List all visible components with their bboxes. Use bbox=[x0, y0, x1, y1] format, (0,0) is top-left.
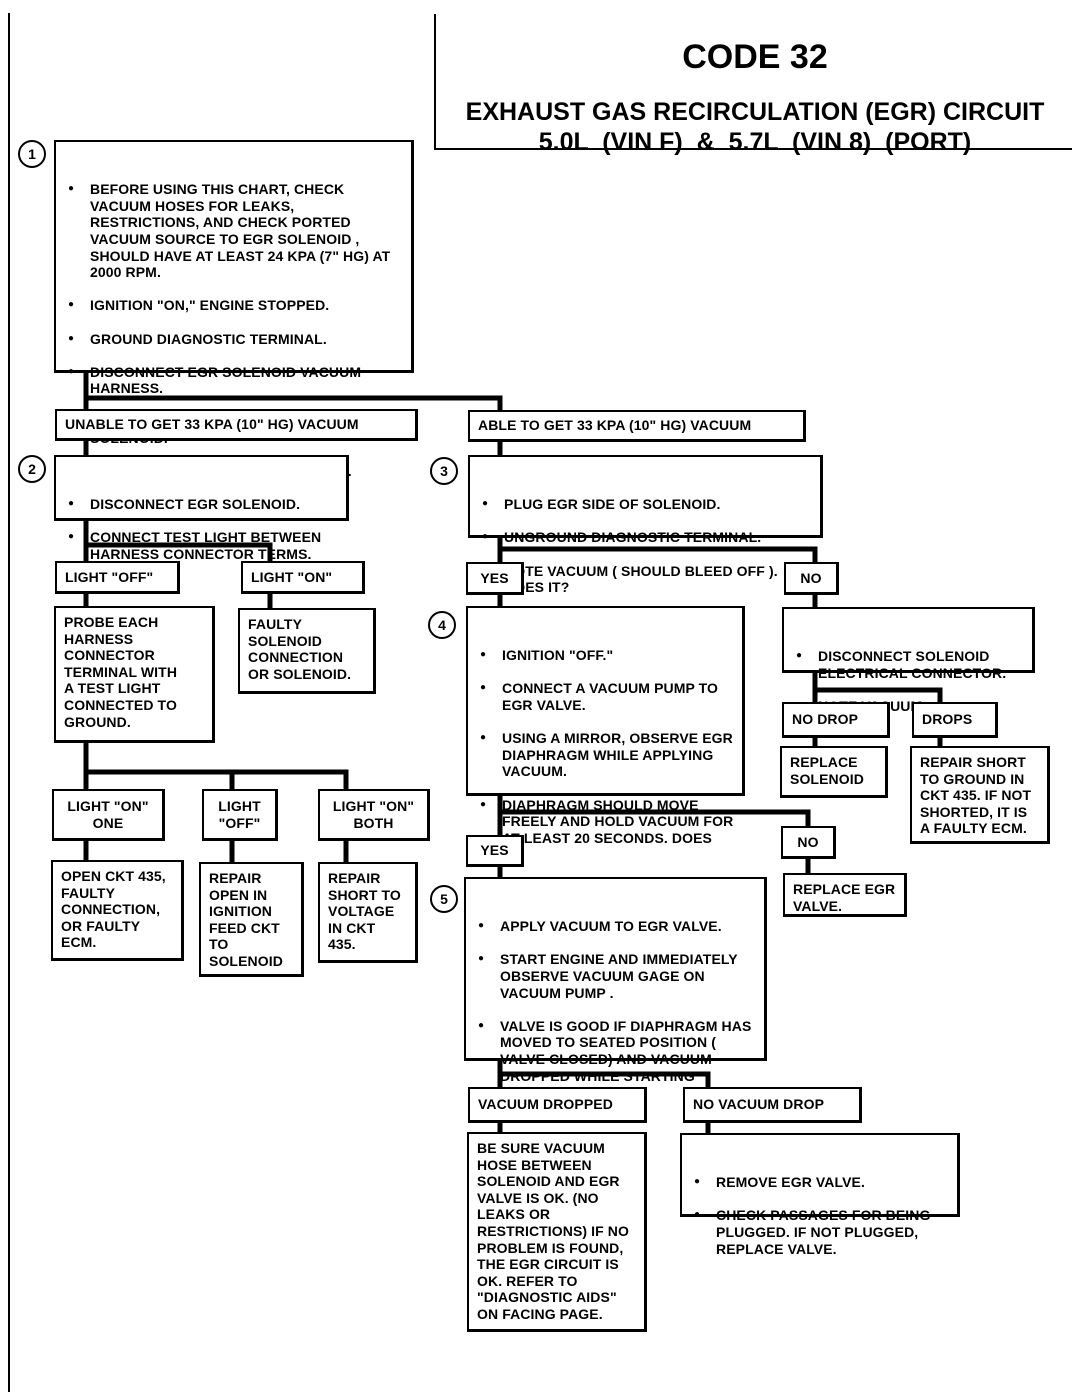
step-4-item: DIAPHRAGM SHOULD MOVE FREELY AND HOLD VA… bbox=[476, 797, 734, 863]
step-3-item: PLUG EGR SIDE OF SOLENOID. bbox=[478, 496, 812, 513]
able-to-get-vacuum-label: ABLE TO GET 33 kPa (10" HG) VACUUM bbox=[468, 410, 806, 442]
replace-solenoid-box: REPLACE SOLENOID bbox=[780, 746, 888, 798]
remove-item: REMOVE EGR VALVE. bbox=[690, 1174, 949, 1191]
replace-egr-valve-box: REPLACE EGR VALVE. bbox=[783, 873, 907, 917]
step-4-item: IGNITION "OFF." bbox=[476, 647, 734, 664]
chart-title: EXHAUST GAS RECIRCULATION (EGR) CIRCUIT bbox=[465, 98, 1045, 126]
step-3-item: UNGROUND DIAGNOSTIC TERMINAL. bbox=[478, 529, 812, 546]
light-on-both-label: LIGHT "ON" BOTH bbox=[318, 789, 430, 841]
step-4-item: CONNECT A VACUUM PUMP TO EGR VALVE. bbox=[476, 680, 734, 713]
no-drop-label: NO DROP bbox=[782, 702, 890, 738]
step-2-item: DISCONNECT EGR SOLENOID. bbox=[64, 496, 338, 513]
step-2-number: 2 bbox=[18, 455, 46, 483]
step-4-yes-label: YES bbox=[466, 835, 524, 867]
title-block: CODE 32 EXHAUST GAS RECIRCULATION (EGR) … bbox=[434, 14, 1072, 156]
step-1-box: BEFORE USING THIS CHART, CHECK VACUUM HO… bbox=[54, 140, 414, 479]
repair-short-to-voltage-box: REPAIR SHORT TO VOLTAGE IN CKT 435. bbox=[318, 862, 418, 963]
step-2-item: CONNECT TEST LIGHT BETWEEN HARNESS CONNE… bbox=[64, 529, 338, 562]
step-3-no-label: NO bbox=[784, 562, 839, 595]
drops-label: DROPS bbox=[912, 702, 998, 738]
step-3-item: NOTE VACUUM ( SHOULD BLEED OFF ). DOES I… bbox=[478, 563, 812, 596]
step-3-number: 3 bbox=[430, 457, 458, 485]
step-1-number: 1 bbox=[18, 140, 46, 168]
step-5-box: APPLY VACUUM TO EGR VALVE. START ENGINE … bbox=[464, 877, 767, 1100]
probe-terminal-box: PROBE EACH HARNESS CONNECTOR TERMINAL WI… bbox=[54, 606, 215, 743]
unable-to-get-vacuum-label: UNABLE TO GET 33 kPa (10" HG) VACUUM bbox=[55, 409, 418, 441]
remove-item: CHECK PASSAGES FOR BEING PLUGGED. IF NOT… bbox=[690, 1207, 949, 1257]
step-1-item: BEFORE USING THIS CHART, CHECK VACUUM HO… bbox=[64, 181, 403, 281]
vacuum-dropped-label: VACUUM DROPPED bbox=[468, 1087, 647, 1123]
repair-open-box: REPAIR OPEN IN IGNITION FEED CKT TO SOLE… bbox=[199, 862, 304, 977]
step-1-item: DISCONNECT EGR SOLENOID VACUUM HARNESS. bbox=[64, 364, 403, 397]
repair-short-to-ground-box: REPAIR SHORT TO GROUND IN CKT 435. IF NO… bbox=[910, 746, 1050, 844]
step-1-item: IGNITION "ON," ENGINE STOPPED. bbox=[64, 297, 403, 314]
be-sure-vacuum-hose-box: BE SURE VACUUM HOSE BETWEEN SOLENOID AND… bbox=[467, 1132, 647, 1332]
step-5-item: VALVE IS GOOD IF DIAPHRAGM HAS MOVED TO … bbox=[474, 1018, 756, 1101]
step-5-number: 5 bbox=[430, 885, 458, 913]
step-3-yes-label: YES bbox=[466, 562, 524, 595]
light-off-both-label: LIGHT "OFF" bbox=[202, 789, 278, 841]
light-off-label: LIGHT "OFF" bbox=[55, 561, 180, 594]
step-4-box: IGNITION "OFF." CONNECT A VACUUM PUMP TO… bbox=[466, 606, 745, 862]
step-5-item: APPLY VACUUM TO EGR VALVE. bbox=[474, 918, 756, 935]
code-number: CODE 32 bbox=[682, 38, 828, 76]
chart-subtitle: 5.0L (VIN F) & 5.7L (VIN 8) (PORT) bbox=[538, 128, 972, 156]
disconnect-item: DISCONNECT SOLENOID ELECTRICAL CONNECTOR… bbox=[792, 648, 1024, 681]
light-on-one-label: LIGHT "ON" ONE bbox=[52, 789, 165, 841]
step-5-item: START ENGINE AND IMMEDIATELY OBSERVE VAC… bbox=[474, 951, 756, 1001]
step-1-item: GROUND DIAGNOSTIC TERMINAL. bbox=[64, 331, 403, 348]
open-ckt-box: OPEN CKT 435, FAULTY CONNECTION, OR FAUL… bbox=[51, 860, 184, 961]
step-4-no-label: NO bbox=[781, 826, 836, 859]
step-3-box: PLUG EGR SIDE OF SOLENOID. UNGROUND DIAG… bbox=[468, 455, 823, 595]
no-vacuum-drop-label: NO VACUUM DROP bbox=[683, 1087, 862, 1123]
remove-egr-valve-box: REMOVE EGR VALVE. CHECK PASSAGES FOR BEI… bbox=[680, 1133, 960, 1257]
step-4-item: USING A MIRROR, OBSERVE EGR DIAPHRAGM WH… bbox=[476, 730, 734, 780]
light-on-label: LIGHT "ON" bbox=[241, 561, 365, 594]
faulty-solenoid-box: FAULTY SOLENOID CONNECTION OR SOLENOID. bbox=[238, 608, 376, 694]
disconnect-solenoid-box: DISCONNECT SOLENOID ELECTRICAL CONNECTOR… bbox=[782, 607, 1035, 714]
step-4-number: 4 bbox=[428, 611, 456, 639]
step-2-box: DISCONNECT EGR SOLENOID. CONNECT TEST LI… bbox=[54, 455, 349, 562]
